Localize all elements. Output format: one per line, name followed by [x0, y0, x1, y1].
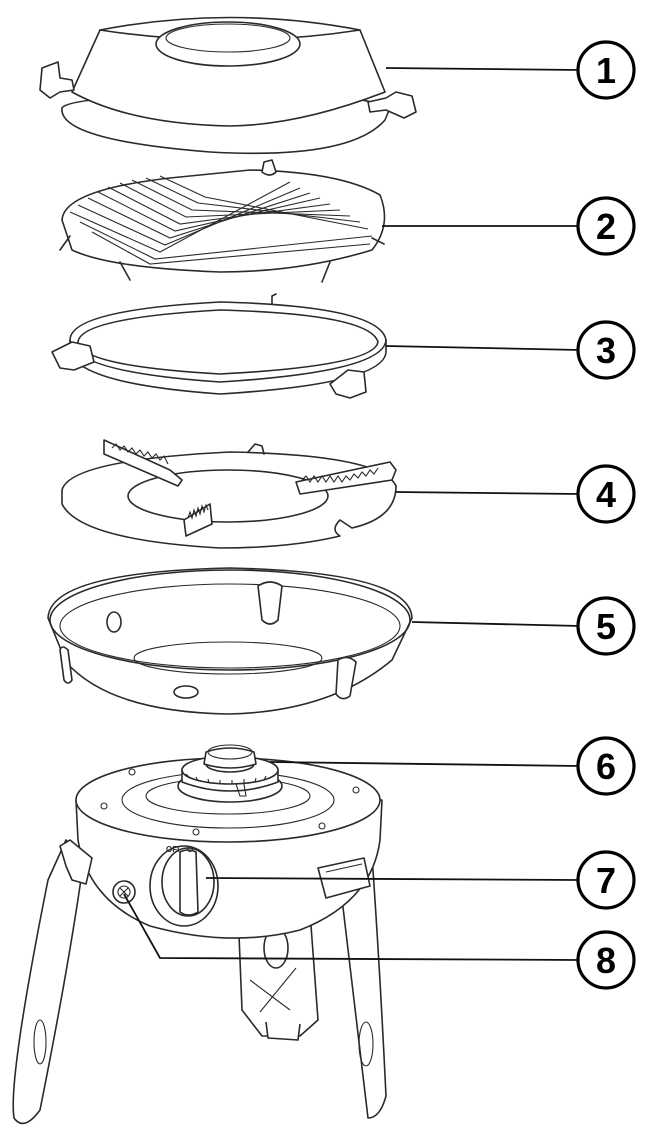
callout-3-number: 3: [596, 330, 616, 371]
pan-support-part: [61, 439, 397, 549]
callout-5-number: 5: [596, 606, 616, 647]
callout-8: 8: [576, 930, 636, 990]
lid-part: [39, 16, 417, 155]
callout-4-number: 4: [596, 474, 616, 515]
callout-5: 5: [576, 596, 636, 656]
burner-part: [177, 744, 283, 803]
callout-4: 4: [576, 464, 636, 524]
callout-6: 6: [576, 736, 636, 796]
bowl-part: [47, 567, 413, 715]
support-ring-part: [51, 293, 387, 399]
grill-grate-part: [59, 159, 386, 283]
knob-off-label: OFF: [166, 845, 182, 854]
callout-8-number: 8: [596, 940, 616, 981]
leader-lines: [123, 67, 581, 961]
callout-7-number: 7: [596, 860, 616, 901]
callout-7: 7: [576, 850, 636, 910]
callout-1: 1: [576, 40, 636, 100]
callout-3: 3: [576, 320, 636, 380]
control-knob[interactable]: OFF: [149, 845, 219, 927]
callout-2-number: 2: [596, 206, 616, 247]
base-part: OFF: [12, 744, 387, 1125]
callout-1-number: 1: [596, 50, 616, 91]
callout-6-number: 6: [596, 746, 616, 787]
callout-2: 2: [576, 196, 636, 256]
ignition-button[interactable]: [112, 880, 136, 904]
